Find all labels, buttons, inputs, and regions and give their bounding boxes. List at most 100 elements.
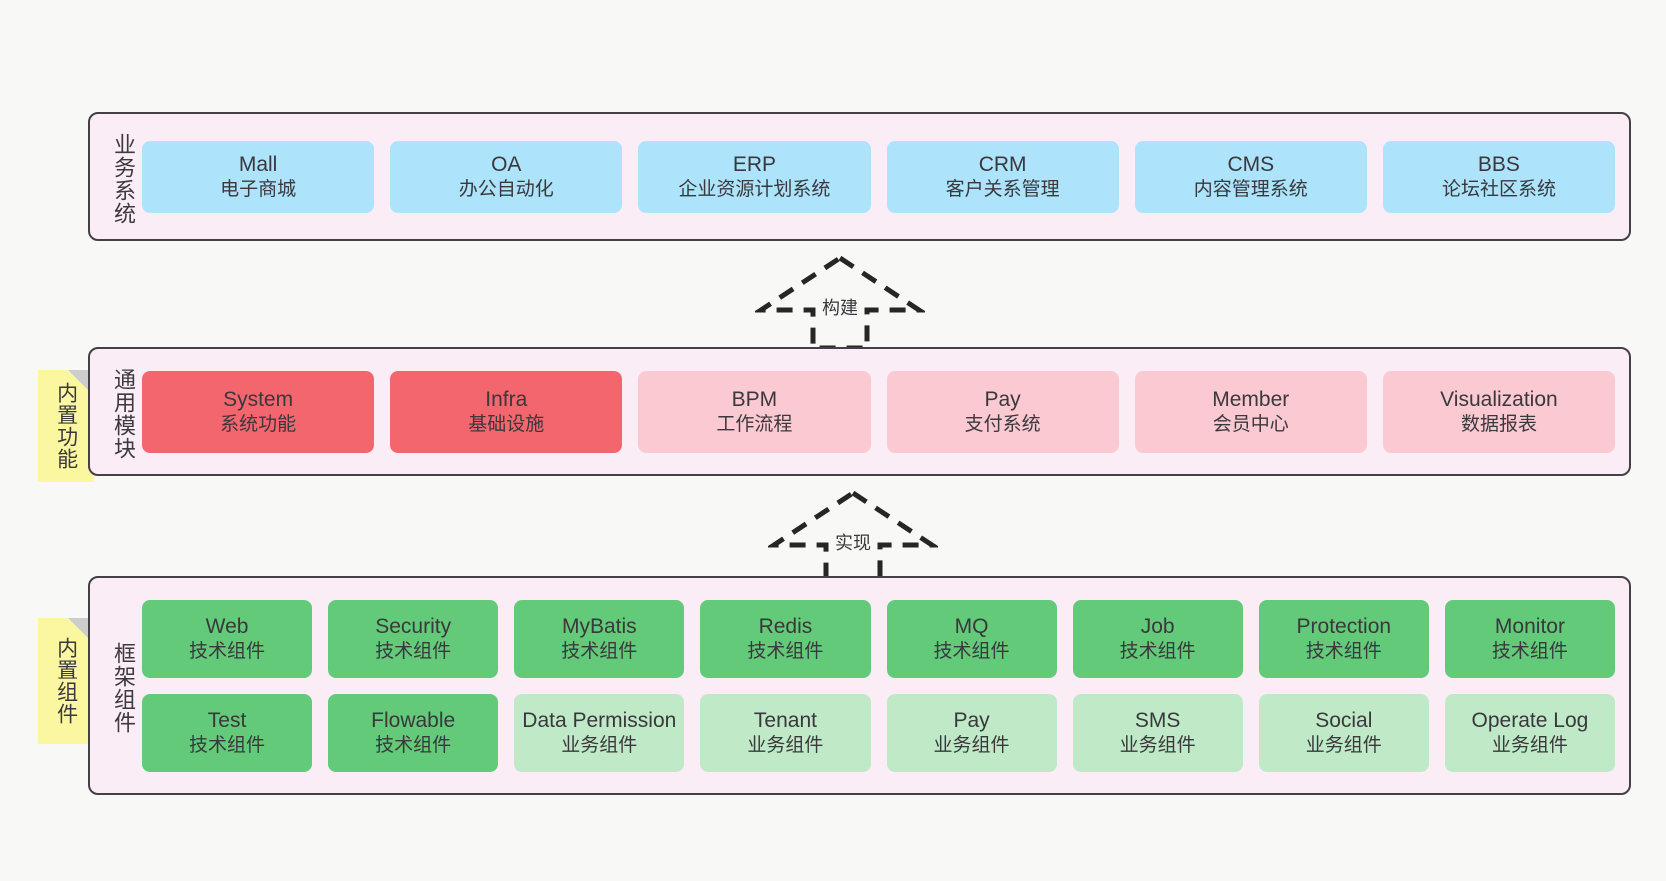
card-title: Job	[1140, 615, 1175, 639]
layer-title-framework: 框架组件	[111, 641, 136, 734]
card-title: CRM	[978, 153, 1027, 177]
layer-title-modules: 通用模块	[111, 367, 136, 460]
card-mybatis[interactable]: MyBatis 技术组件	[514, 599, 685, 678]
card-subtitle: 业务组件	[1491, 734, 1568, 756]
card-title: Pay	[984, 388, 1021, 412]
card-title: Member	[1212, 388, 1290, 412]
card-title: Social	[1315, 709, 1373, 733]
card-title: OA	[491, 153, 522, 177]
card-tenant[interactable]: Tenant 业务组件	[700, 693, 871, 772]
card-subtitle: 基础设施	[468, 413, 545, 435]
card-mq[interactable]: MQ 技术组件	[886, 599, 1057, 678]
card-title: Data Permission	[522, 709, 677, 733]
card-data-permission[interactable]: Data Permission 业务组件	[514, 693, 685, 772]
layer-business-systems: 业务系统 Mall 电子商城 OA 办公自动化 ERP 企业资源计划系统 CRM…	[88, 112, 1631, 241]
card-erp[interactable]: ERP 企业资源计划系统	[638, 140, 871, 213]
card-social[interactable]: Social 业务组件	[1258, 693, 1429, 772]
card-title: MQ	[954, 615, 989, 639]
card-title: Infra	[485, 388, 528, 412]
card-row: Mall 电子商城 OA 办公自动化 ERP 企业资源计划系统 CRM 客户关系…	[142, 140, 1616, 213]
card-title: Security	[375, 615, 452, 639]
card-title: Visualization	[1440, 388, 1558, 412]
arrow-realize-icon	[765, 490, 941, 586]
card-subtitle: 系统功能	[220, 413, 297, 435]
card-test[interactable]: Test 技术组件	[142, 693, 313, 772]
card-subtitle: 技术组件	[747, 640, 824, 662]
card-subtitle: 客户关系管理	[945, 178, 1060, 200]
card-title: BPM	[731, 388, 778, 412]
card-system[interactable]: System 系统功能	[142, 370, 375, 453]
card-title: Test	[207, 709, 247, 733]
card-subtitle: 业务组件	[747, 734, 824, 756]
card-subtitle: 技术组件	[561, 640, 638, 662]
card-subtitle: 企业资源计划系统	[678, 178, 831, 200]
card-infra[interactable]: Infra 基础设施	[390, 370, 623, 453]
card-title: Operate Log	[1471, 709, 1589, 733]
card-visualization[interactable]: Visualization 数据报表	[1382, 370, 1616, 453]
arrow-realize: 实现	[765, 487, 941, 586]
card-subtitle: 技术组件	[1305, 640, 1382, 662]
arrow-build: 构建	[752, 252, 928, 351]
sticky-note-label: 内置功能	[54, 382, 78, 470]
layer-common-modules: 通用模块 System 系统功能 Infra 基础设施 BPM 工作流程 Pay…	[88, 347, 1631, 476]
card-flowable[interactable]: Flowable 技术组件	[328, 693, 499, 772]
card-title: MyBatis	[561, 615, 637, 639]
card-title: Flowable	[371, 709, 456, 733]
layer-body-modules: System 系统功能 Infra 基础设施 BPM 工作流程 Pay 支付系统…	[136, 349, 1629, 474]
card-subtitle: 数据报表	[1460, 413, 1537, 435]
layer-title-business: 业务系统	[111, 132, 136, 225]
layer-body-framework: Web 技术组件 Security 技术组件 MyBatis 技术组件 Redi…	[136, 578, 1629, 793]
card-redis[interactable]: Redis 技术组件	[700, 599, 871, 678]
card-subtitle: 会员中心	[1212, 413, 1289, 435]
card-sms[interactable]: SMS 业务组件	[1072, 693, 1243, 772]
card-security[interactable]: Security 技术组件	[328, 599, 499, 678]
card-subtitle: 工作流程	[716, 413, 793, 435]
sticky-note-builtin-features: 内置功能	[38, 370, 94, 482]
card-title: Mall	[238, 153, 278, 177]
card-title: SMS	[1134, 709, 1181, 733]
card-row: System 系统功能 Infra 基础设施 BPM 工作流程 Pay 支付系统…	[142, 370, 1616, 453]
card-oa[interactable]: OA 办公自动化	[390, 140, 623, 213]
card-title: Web	[205, 615, 249, 639]
card-web[interactable]: Web 技术组件	[142, 599, 313, 678]
card-subtitle: 论坛社区系统	[1441, 178, 1556, 200]
card-pay-module[interactable]: Pay 支付系统	[886, 370, 1119, 453]
layer-body-business: Mall 电子商城 OA 办公自动化 ERP 企业资源计划系统 CRM 客户关系…	[136, 114, 1629, 239]
card-subtitle: 业务组件	[1119, 734, 1196, 756]
card-subtitle: 技术组件	[189, 734, 266, 756]
card-subtitle: 技术组件	[1119, 640, 1196, 662]
card-subtitle: 技术组件	[375, 734, 452, 756]
card-subtitle: 技术组件	[375, 640, 452, 662]
card-title: BBS	[1477, 153, 1520, 177]
card-subtitle: 支付系统	[964, 413, 1041, 435]
card-title: Protection	[1296, 615, 1392, 639]
card-operate-log[interactable]: Operate Log 业务组件	[1444, 693, 1615, 772]
card-subtitle: 业务组件	[561, 734, 638, 756]
sticky-note-builtin-components: 内置组件	[38, 618, 94, 744]
card-row-tech: Web 技术组件 Security 技术组件 MyBatis 技术组件 Redi…	[142, 599, 1615, 678]
card-subtitle: 电子商城	[220, 178, 297, 200]
card-subtitle: 业务组件	[1305, 734, 1382, 756]
card-job[interactable]: Job 技术组件	[1072, 599, 1243, 678]
arrow-build-icon	[752, 255, 928, 351]
sticky-note-label: 内置组件	[54, 637, 78, 725]
card-subtitle: 办公自动化	[458, 178, 554, 200]
card-title: CMS	[1227, 153, 1275, 177]
card-bbs[interactable]: BBS 论坛社区系统	[1382, 140, 1616, 213]
card-member[interactable]: Member 会员中心	[1134, 370, 1367, 453]
card-monitor[interactable]: Monitor 技术组件	[1444, 599, 1615, 678]
card-subtitle: 技术组件	[189, 640, 266, 662]
card-subtitle: 内容管理系统	[1193, 178, 1308, 200]
card-subtitle: 技术组件	[1491, 640, 1568, 662]
layer-framework-components: 框架组件 Web 技术组件 Security 技术组件 MyBatis 技术组件…	[88, 576, 1631, 795]
card-mall[interactable]: Mall 电子商城	[142, 140, 375, 213]
card-bpm[interactable]: BPM 工作流程	[638, 370, 871, 453]
card-title: Pay	[953, 709, 990, 733]
card-title: Monitor	[1494, 615, 1565, 639]
card-pay-component[interactable]: Pay 业务组件	[886, 693, 1057, 772]
card-subtitle: 业务组件	[933, 734, 1010, 756]
card-cms[interactable]: CMS 内容管理系统	[1134, 140, 1367, 213]
card-crm[interactable]: CRM 客户关系管理	[886, 140, 1119, 213]
card-protection[interactable]: Protection 技术组件	[1258, 599, 1429, 678]
